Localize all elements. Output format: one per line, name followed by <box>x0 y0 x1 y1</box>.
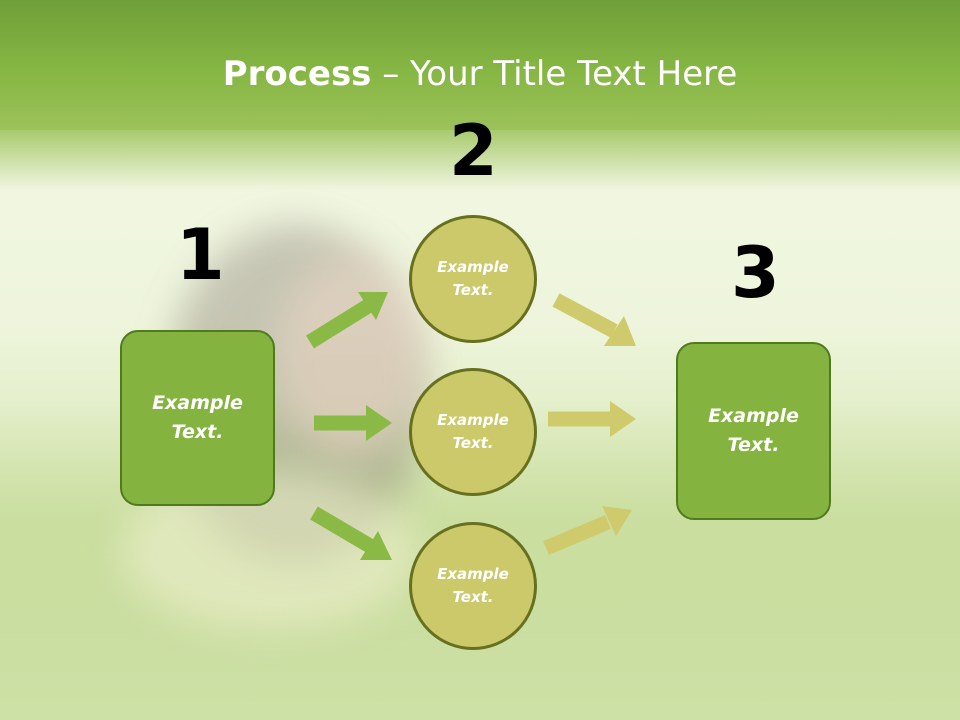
title-bold: Process <box>222 54 372 94</box>
process-circle-top: Example Text. <box>409 215 537 343</box>
step-number-2: 2 <box>449 110 498 192</box>
process-circle-top-text: Example Text. <box>437 258 509 299</box>
step-number-1: 1 <box>176 214 225 296</box>
title-bar-fade <box>0 130 960 190</box>
process-box-right-text: Example Text. <box>708 405 799 456</box>
process-box-left: Example Text. <box>120 330 275 506</box>
step-number-3: 3 <box>731 232 780 314</box>
title-rest: – Your Title Text Here <box>371 54 738 94</box>
slide-title: Process – Your Title Text Here <box>0 52 960 96</box>
process-box-right: Example Text. <box>676 342 831 520</box>
process-box-left-text: Example Text. <box>152 392 243 443</box>
arrow-top-to-right-head <box>604 316 636 346</box>
process-circle-middle: Example Text. <box>409 368 537 496</box>
title-bar <box>0 0 960 130</box>
process-circle-bottom: Example Text. <box>409 522 537 650</box>
process-circle-middle-text: Example Text. <box>437 411 509 452</box>
process-circle-bottom-text: Example Text. <box>437 565 509 606</box>
background-photo-face <box>275 255 425 455</box>
arrow-top-to-right-shaft <box>552 293 618 338</box>
